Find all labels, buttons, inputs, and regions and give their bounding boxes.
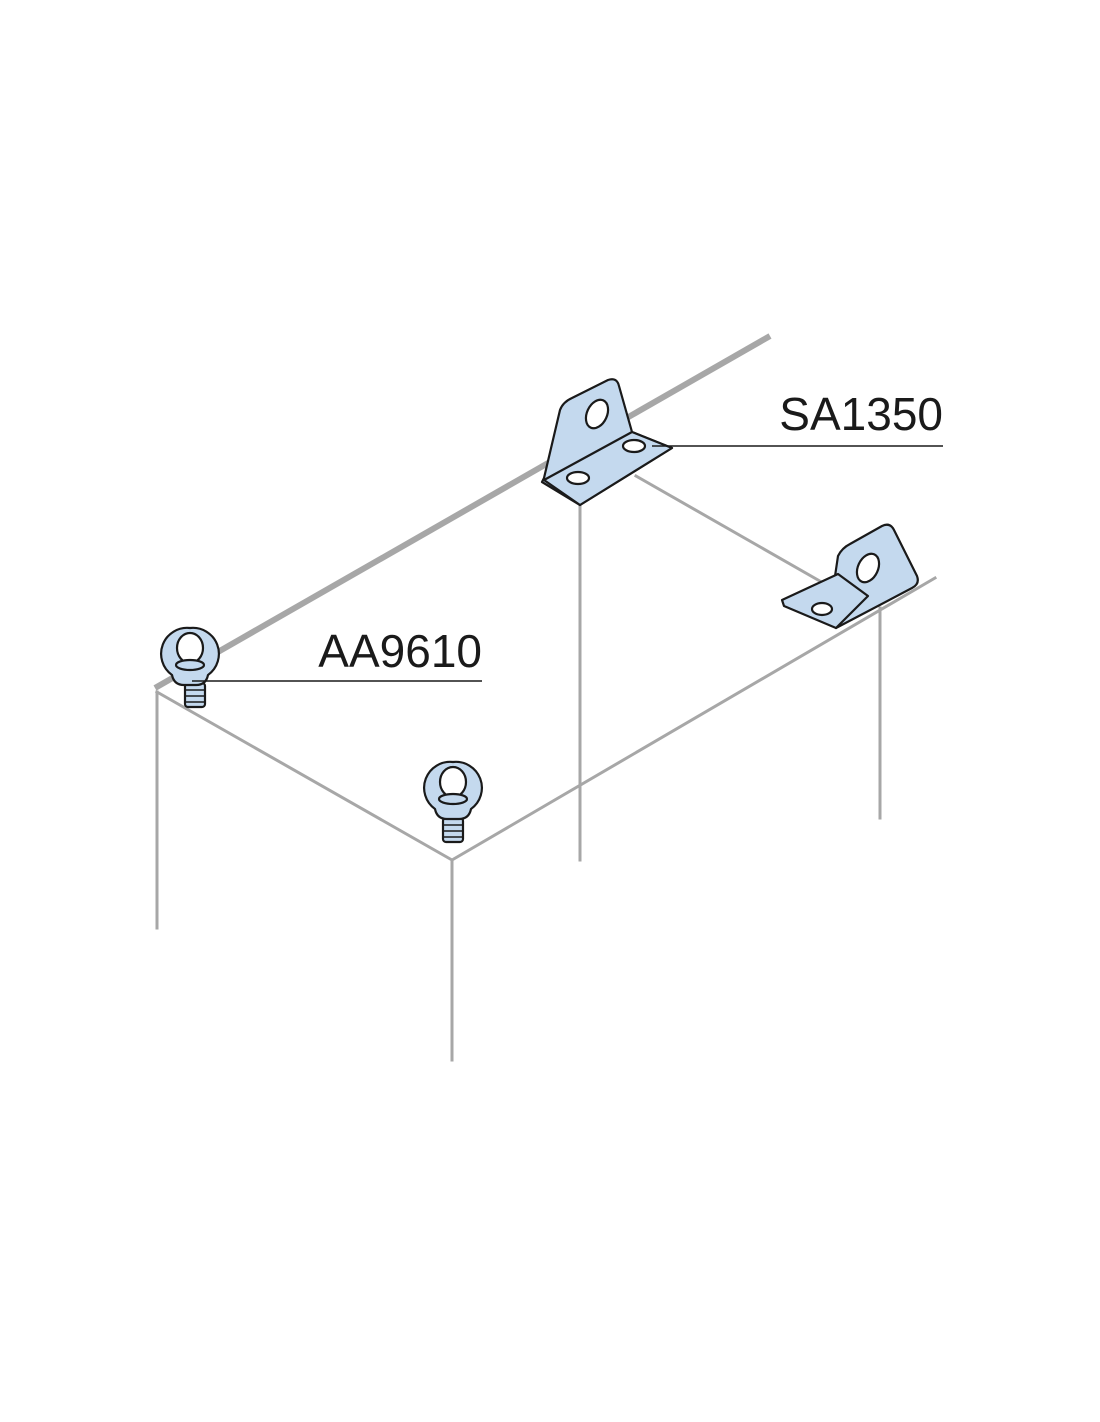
part-label-sa1350: SA1350 — [779, 388, 943, 440]
cabinet-top-side-edge — [449, 575, 938, 863]
angle-bracket-second — [780, 523, 919, 630]
eye-bolt-aa9610 — [160, 626, 220, 709]
cabinet-joint-edge — [633, 473, 828, 587]
angle-bracket-sa1350 — [540, 378, 674, 507]
part-label-aa9610: AA9610 — [318, 625, 482, 677]
eye-bolt-second — [423, 760, 483, 844]
cabinet-top-front-edge — [154, 689, 455, 863]
cabinet-top-back-edge — [153, 333, 772, 691]
cabinet-outline — [153, 333, 938, 1062]
